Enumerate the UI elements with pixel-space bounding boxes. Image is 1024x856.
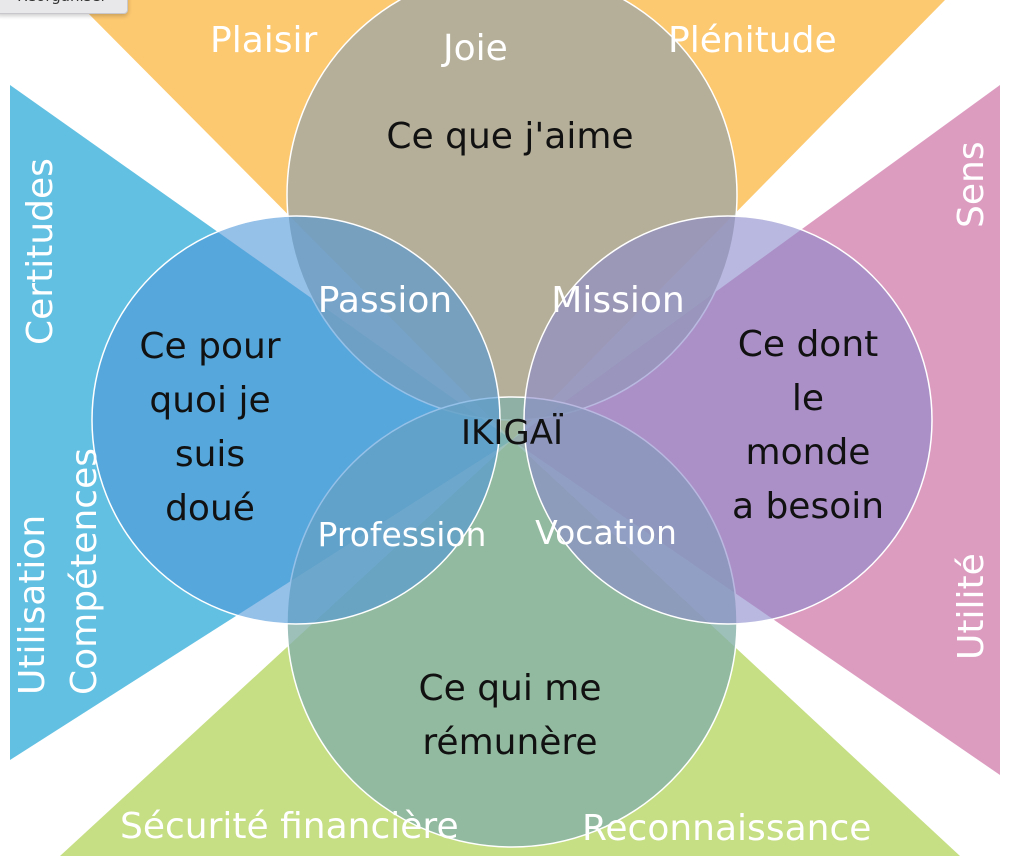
label-securite-financiere: Sécurité financière: [120, 806, 459, 847]
label-reconnaissance: Reconnaissance: [582, 808, 871, 849]
circle-left-text: Ce pour quoi je suis doué: [139, 326, 280, 529]
label-plaisir: Plaisir: [210, 20, 318, 61]
center-ikigai: IKIGAÏ: [461, 413, 563, 453]
label-utilite: Utilité: [951, 553, 992, 660]
label-competences: Compétences: [64, 448, 105, 695]
label-joie: Joie: [441, 28, 508, 69]
svg-text:a besoin: a besoin: [732, 486, 884, 527]
svg-text:doué: doué: [165, 488, 255, 529]
label-plenitude: Plénitude: [668, 20, 837, 61]
circle-bottom-text: Ce qui me rémunère: [418, 668, 601, 763]
svg-text:Ce dont: Ce dont: [738, 324, 879, 365]
svg-text:le: le: [792, 378, 824, 419]
svg-text:Ce qui me: Ce qui me: [418, 668, 601, 709]
circle-right: [523, 215, 933, 625]
svg-text:Ce pour: Ce pour: [139, 326, 280, 367]
overlap-passion: Passion: [318, 280, 453, 321]
overlap-vocation: Vocation: [535, 513, 677, 552]
circle-left: [91, 215, 501, 625]
label-sens: Sens: [951, 141, 992, 228]
svg-text:monde: monde: [746, 432, 871, 473]
overlap-profession: Profession: [318, 515, 487, 554]
overlap-mission: Mission: [551, 280, 684, 321]
label-certitudes: Certitudes: [20, 158, 61, 345]
label-utilisation: Utilisation: [12, 515, 53, 695]
svg-text:quoi je: quoi je: [149, 380, 270, 421]
svg-text:rémunère: rémunère: [422, 722, 597, 763]
reorganize-button[interactable]: Réorganiser: [0, 0, 128, 14]
circle-top-text: Ce que j'aime: [386, 116, 633, 157]
circle-right-text: Ce dont le monde a besoin: [732, 324, 884, 527]
svg-text:suis: suis: [175, 434, 245, 475]
